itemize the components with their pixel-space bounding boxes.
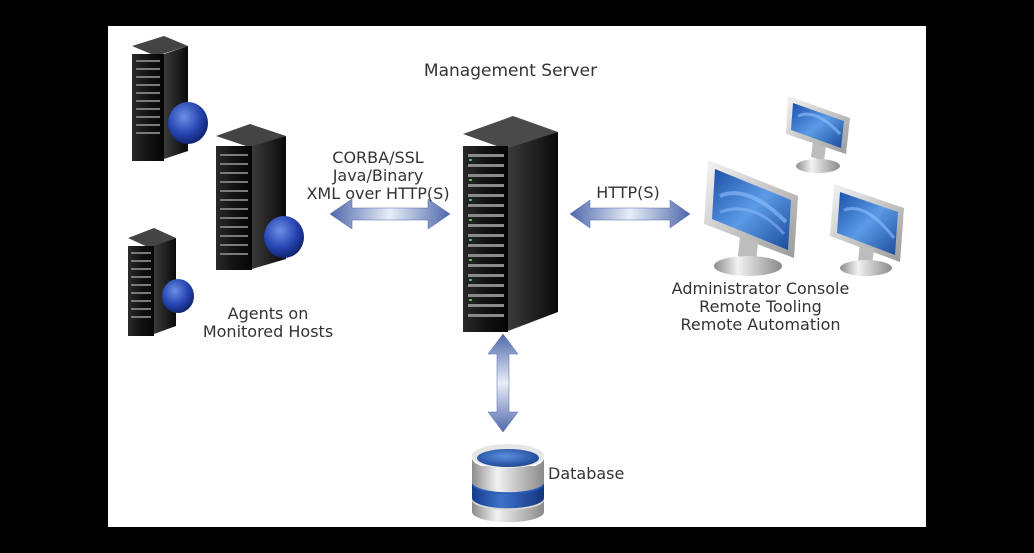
agent-server-2 [216,124,304,270]
database-label: Database [548,464,625,483]
agent-badge-icon [264,216,304,258]
agent-badge-icon [168,102,208,144]
protocols-left-label: CORBA/SSL Java/Binary XML over HTTP(S) [298,149,458,203]
server-console-arrow [569,199,691,229]
database-icon [472,444,544,523]
monitor-icon [704,160,798,276]
protocol-label: Java/Binary [332,166,424,185]
agents-label: Agents on Monitored Hosts [188,305,348,341]
agents-label-line: Monitored Hosts [202,322,334,341]
protocol-label: HTTP(S) [596,183,660,202]
server-database-arrow [487,333,519,433]
consoles-label-line: Administrator Console [671,279,850,298]
agent-badge-icon [162,279,194,313]
consoles-label: Administrator Console Remote Tooling Rem… [658,280,863,334]
agents-server-arrow [329,198,451,230]
consoles-label-line: Remote Tooling [699,297,822,316]
management-server-icon [463,116,558,332]
diagram-canvas: Management Server CORBA/SSL Java/Binary … [108,26,926,527]
agents-label-line: Agents on [227,304,309,323]
monitor-icon [830,184,904,276]
diagram-graphics [128,36,904,523]
protocol-label: CORBA/SSL [332,148,424,167]
agent-server-3 [128,228,194,336]
monitor-icon [786,96,850,173]
agent-server-1 [132,36,208,161]
diagram-title: Management Server [423,61,598,81]
consoles-label-line: Remote Automation [680,315,841,334]
protocols-right-label: HTTP(S) [578,184,678,202]
protocol-label: XML over HTTP(S) [306,184,450,203]
